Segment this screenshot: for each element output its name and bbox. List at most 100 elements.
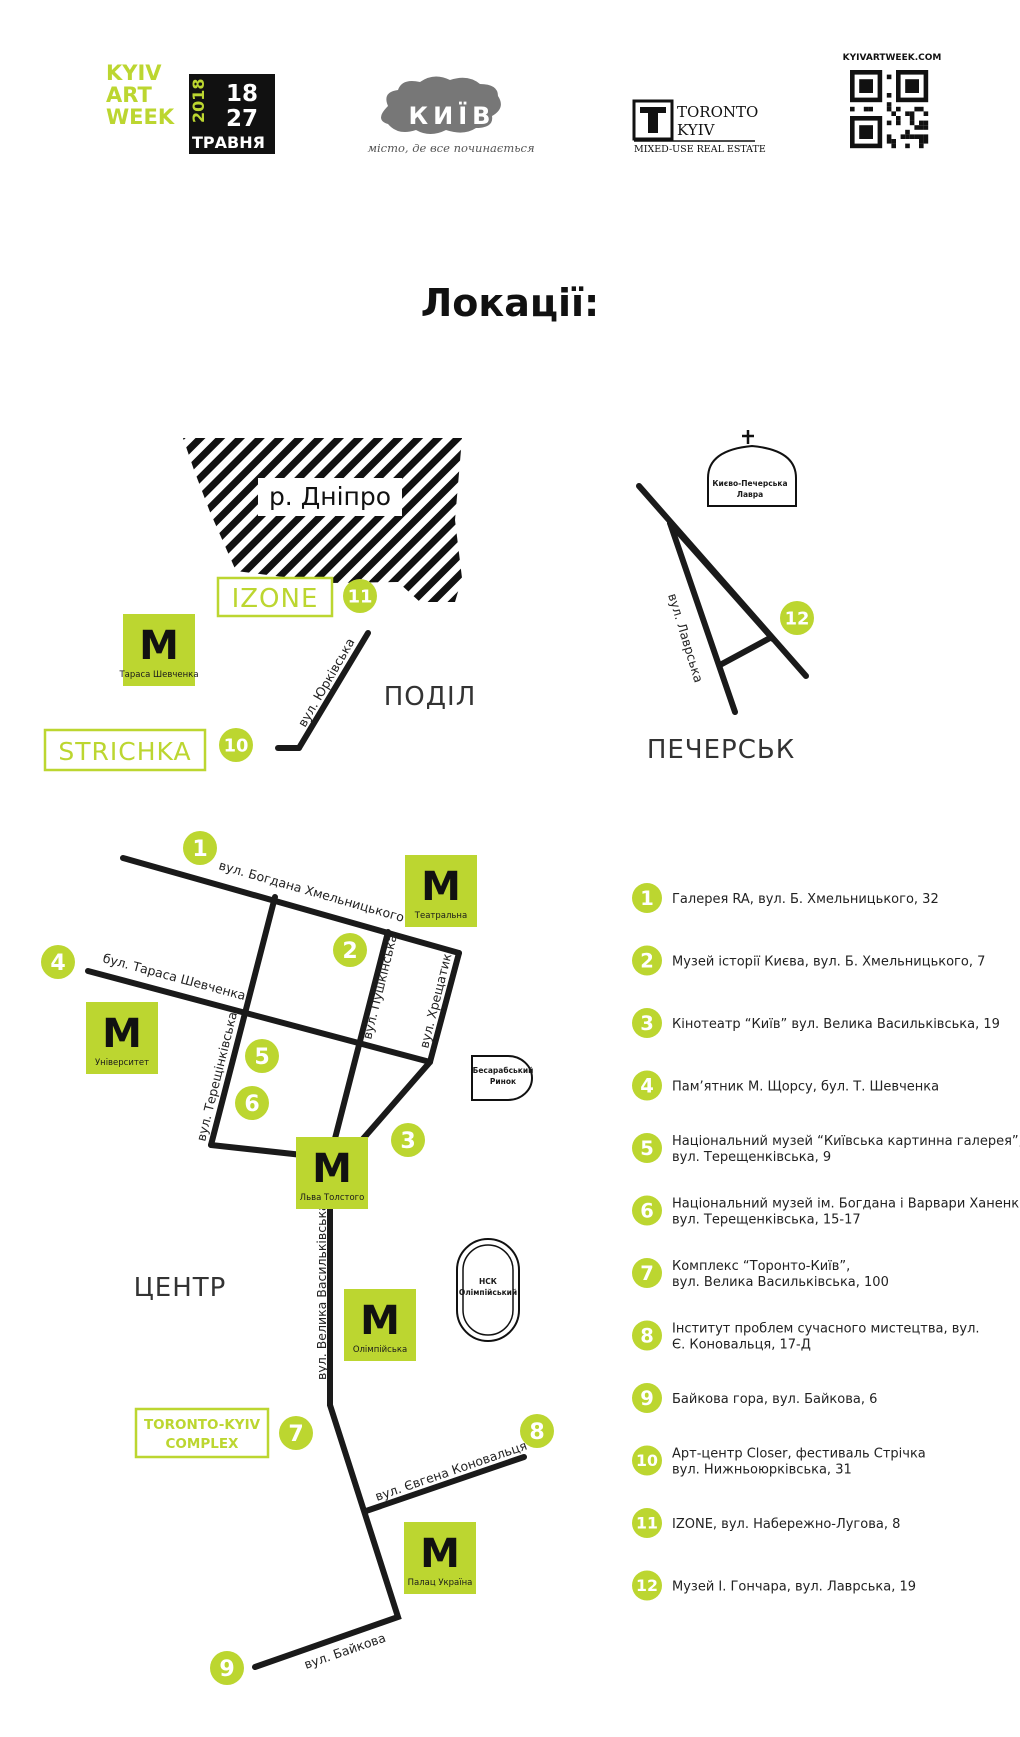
legend-marker-3[interactable]: 3: [632, 1008, 662, 1038]
marker-circle: [333, 933, 367, 967]
qr-block[interactable]: KYIVARTWEEK.COM: [843, 53, 942, 149]
legend-item: 2 Музей історії Києва, вул. Б. Хмельницьк…: [632, 945, 985, 976]
kaw-line2: ART: [106, 83, 152, 107]
marker-circle: [235, 1086, 269, 1120]
legend-marker-10[interactable]: 10: [632, 1445, 662, 1476]
marker-circle: [632, 1070, 662, 1101]
map-marker-7[interactable]: 7: [279, 1416, 313, 1450]
legend-marker-4[interactable]: 4: [632, 1070, 662, 1101]
nsk-olimpiiskyi[interactable]: НСК Олімпійський: [456, 1238, 520, 1342]
map-marker-5[interactable]: 5: [245, 1039, 279, 1073]
lavra-label-1: Києво-Печерська: [712, 479, 787, 488]
river-label-bg: [258, 478, 402, 516]
kyiv-logo-cloud: [381, 76, 501, 134]
legend-text: IZONE, вул. Набережно-Лугова, 8: [672, 1517, 900, 1532]
map-marker-10[interactable]: 10: [219, 728, 253, 762]
tk-logo-line2: KYIV: [677, 121, 716, 139]
marker-number: 2: [342, 938, 357, 964]
metro-box: [123, 614, 195, 686]
marker-number: 10: [636, 1451, 658, 1470]
legend-text: Галерея RA, вул. Б. Хмельницького, 32: [672, 892, 939, 907]
marker-number: 7: [640, 1262, 654, 1285]
kyiv-art-week-logo[interactable]: KYIV ART WEEK 2018 18 27 ТРАВНЯ: [106, 61, 275, 154]
map-marker-9[interactable]: 9: [210, 1651, 244, 1685]
marker-circle: [343, 579, 377, 613]
metro-label: Олімпійська: [353, 1345, 407, 1355]
tk-logo-mark-icon: [640, 107, 666, 133]
map-marker-11[interactable]: 11: [343, 579, 377, 613]
metro-icon: M: [421, 864, 461, 910]
marker-number: 11: [636, 1514, 658, 1533]
marker-number: 7: [288, 1421, 303, 1447]
legend-marker-8[interactable]: 8: [632, 1320, 662, 1351]
legend-marker-2[interactable]: 2: [632, 945, 662, 976]
page-title: Локації:: [421, 281, 600, 325]
legend-text: Музей історії Києва, вул. Б. Хмельницько…: [672, 955, 985, 970]
map-marker-8[interactable]: 8: [520, 1414, 554, 1448]
lavra-church-icon: [707, 444, 797, 507]
legend-text: Пам’ятник М. Щорсу, бул. Т. Шевченка: [672, 1080, 939, 1095]
tk-logo-line1: TORONTO: [677, 103, 758, 121]
legend-marker-11[interactable]: 11: [632, 1508, 662, 1538]
legend-text: Комплекс “Торонто-Київ”,: [672, 1259, 850, 1274]
venue-strichka[interactable]: STRICHKA: [43, 728, 207, 772]
marker-number: 12: [785, 608, 810, 629]
metro-label: Університет: [95, 1058, 149, 1068]
lavra-label-2: Лавра: [737, 490, 763, 499]
qr-code-icon: [850, 70, 929, 149]
marker-circle: [632, 1133, 662, 1163]
legend-marker-9[interactable]: 9: [632, 1383, 662, 1413]
marker-number: 6: [244, 1091, 259, 1117]
road-yurkivska: [296, 630, 371, 751]
legend-text: вул. Терещенківська, 9: [672, 1150, 831, 1165]
legend-text: Національний музей “Київська картинна га…: [672, 1134, 1020, 1149]
road-pechersk-cross: [717, 635, 773, 668]
legend-marker-7[interactable]: 7: [632, 1258, 662, 1288]
center-roads: [85, 855, 527, 1670]
map-marker-1[interactable]: 1: [183, 831, 217, 865]
legend-item: 5 Національний музей “Київська картинна г…: [632, 1133, 1020, 1165]
legend-text: Є. Коновальця, 17-Д: [672, 1338, 811, 1353]
legend-marker-6[interactable]: 6: [632, 1195, 662, 1226]
map-marker-2[interactable]: 2: [333, 933, 367, 967]
map-marker-3[interactable]: 3: [391, 1123, 425, 1157]
marker-number: 3: [640, 1012, 654, 1035]
besarabskyi-rynok[interactable]: Бесарабський Ринок: [471, 1055, 533, 1101]
map-marker-12[interactable]: 12: [780, 601, 814, 635]
legend-marker-12[interactable]: 12: [632, 1570, 662, 1601]
map-marker-6[interactable]: 6: [235, 1086, 269, 1120]
district-podil: ПОДІЛ: [384, 682, 477, 712]
legend-marker-1[interactable]: 1: [632, 883, 662, 913]
road-pechersk-inner: [667, 520, 776, 642]
venue-tk-label-2: COMPLEX: [166, 1436, 240, 1452]
venue-toronto-kyiv[interactable]: TORONTO-KYIV COMPLEX: [134, 1407, 270, 1459]
qr-url: KYIVARTWEEK.COM: [843, 53, 942, 63]
kyiv-city-logo[interactable]: КИЇВ місто, де все починається: [367, 76, 535, 155]
kaw-line3: WEEK: [106, 105, 175, 129]
lavra-landmark[interactable]: Києво-Печерська Лавра: [707, 430, 797, 507]
legend-text: Інститут проблем сучасного мистецтва, ву…: [672, 1322, 980, 1337]
marker-circle: [279, 1416, 313, 1450]
street-vasylkivska: вул. Велика Васильківська: [314, 1203, 329, 1380]
venue-izone-label: IZONE: [232, 584, 319, 614]
metro-icon: M: [139, 623, 179, 669]
toronto-kyiv-logo[interactable]: TORONTO KYIV MIXED-USE REAL ESTATE: [632, 99, 766, 155]
venue-izone[interactable]: IZONE: [216, 576, 334, 618]
legend-item: 1 Галерея RA, вул. Б. Хмельницького, 32: [632, 883, 939, 913]
marker-circle: [780, 601, 814, 635]
legend-item: 8 Інститут проблем сучасного мистецтва, в…: [632, 1320, 980, 1353]
map-marker-4[interactable]: 4: [41, 945, 75, 979]
legend-marker-5[interactable]: 5: [632, 1133, 662, 1163]
marker-number: 1: [192, 836, 207, 862]
marker-number: 8: [640, 1325, 654, 1348]
